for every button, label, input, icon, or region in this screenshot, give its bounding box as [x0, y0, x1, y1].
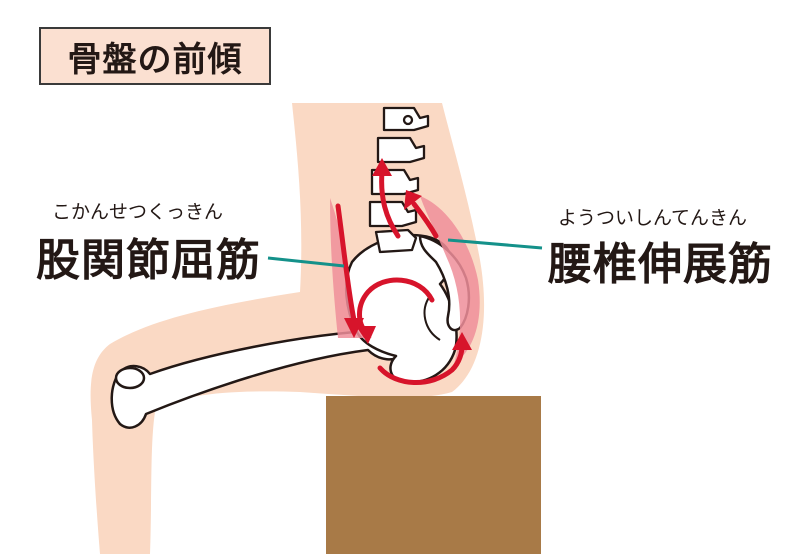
knee-condyle [114, 366, 146, 390]
arrowhead-bottom-rotation [452, 332, 472, 350]
spine-up-arrow [379, 169, 401, 239]
arrow-heads [344, 158, 472, 350]
arrowhead-spine-up [372, 158, 392, 176]
hip-flexor-muscle [330, 198, 372, 338]
chair-box [326, 396, 541, 554]
lumbar-extensor-muscle [420, 196, 480, 364]
hip-flexor-arrow [335, 203, 357, 323]
lumbar-extensors-ruby: ようついしんてんきん [558, 207, 748, 229]
rotation-arrows [335, 169, 465, 385]
leader-line-right [447, 238, 543, 250]
arrowhead-hip-flexor [344, 318, 364, 338]
extensor-arrow [411, 201, 439, 239]
lumbar-extensors-label: 腰椎伸展筋 [548, 239, 773, 290]
arrowhead-pelvis-rotation [356, 326, 376, 344]
title-box: 骨盤の前傾 [39, 27, 271, 85]
pelvis-inner-contour [423, 295, 441, 341]
arrowhead-extensor [404, 190, 422, 210]
bottom-rotation-arrow [377, 343, 465, 385]
page-title: 骨盤の前傾 [67, 39, 243, 80]
leader-line-left [267, 256, 345, 268]
hip-flexors-label: 股関節屈筋 [36, 235, 261, 286]
femur-bone [110, 327, 408, 429]
hip-flexors-ruby: こかんせつくっきん [52, 201, 224, 223]
